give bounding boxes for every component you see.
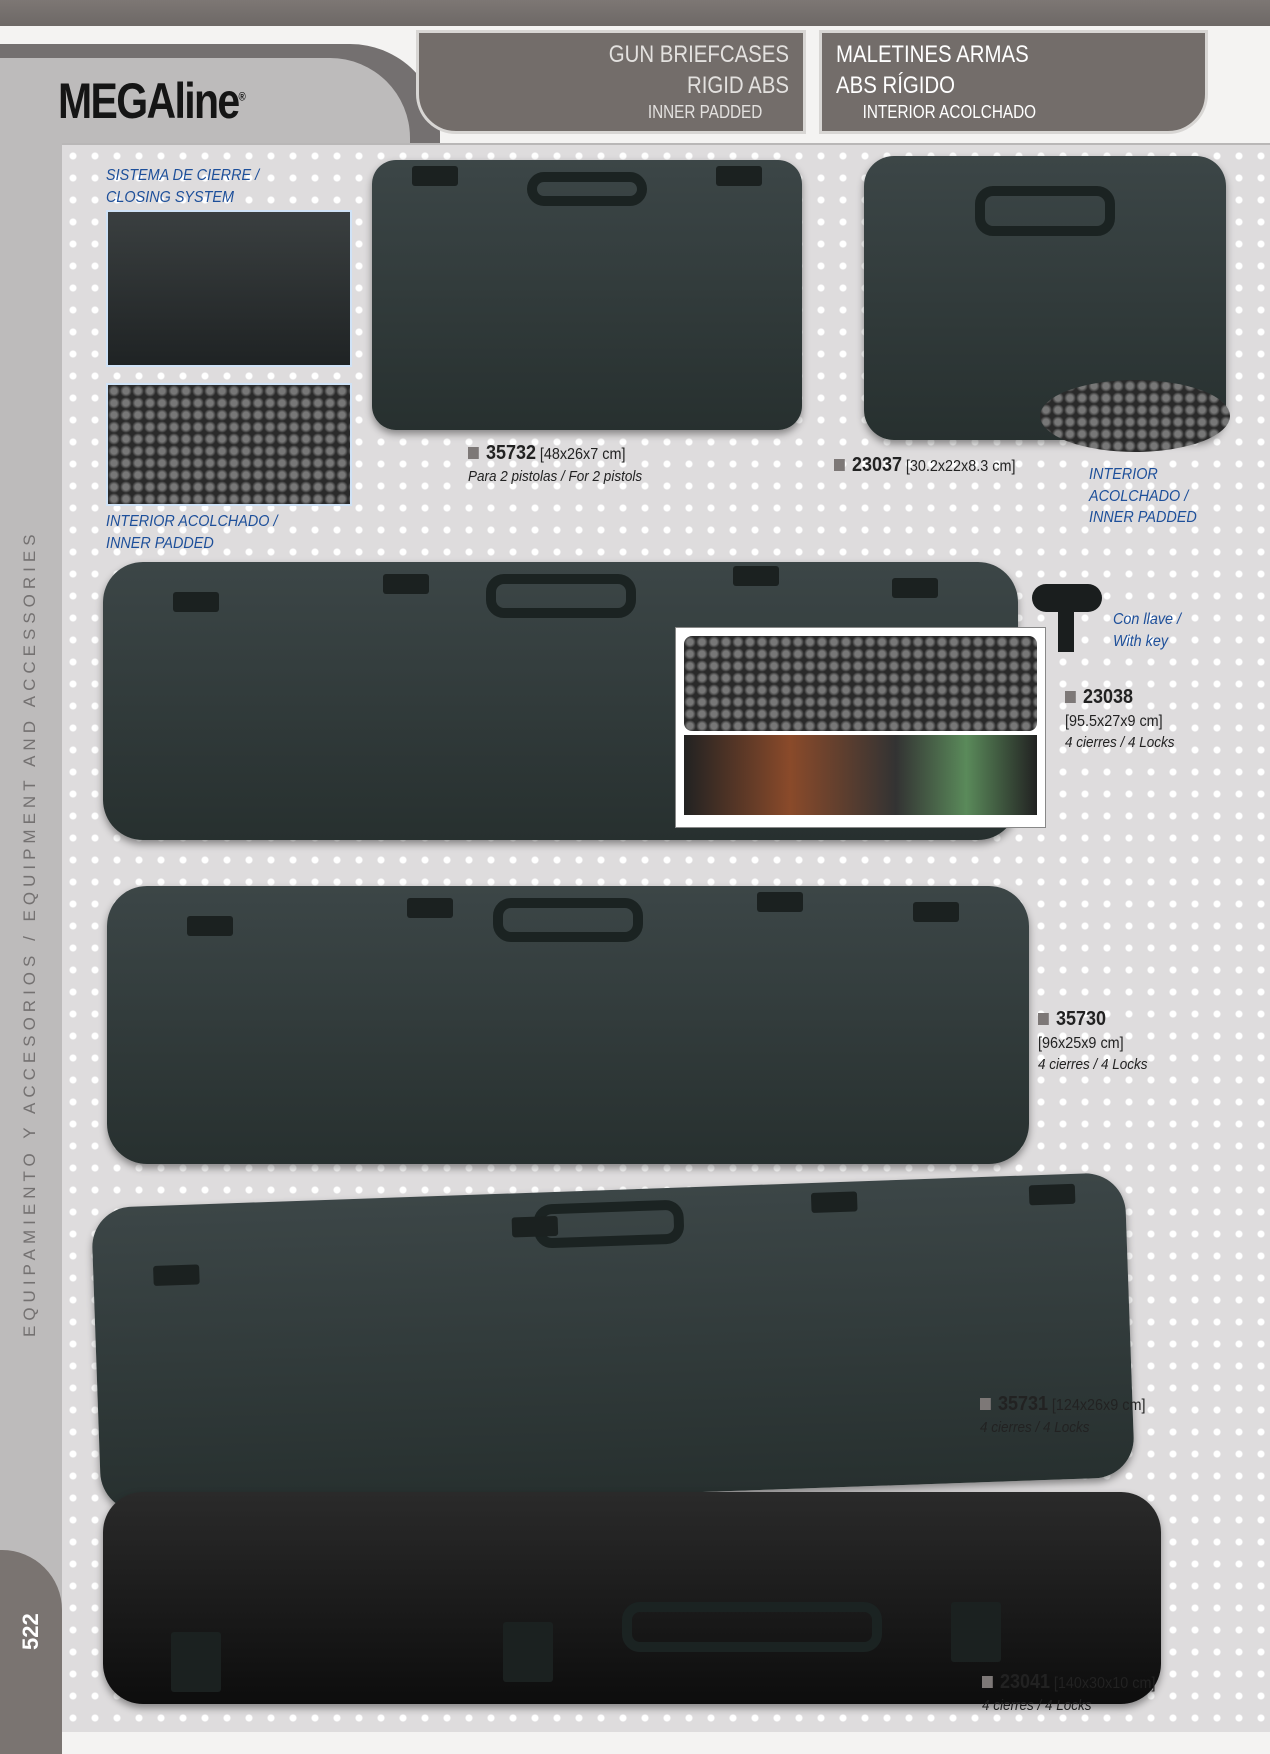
- product-image-35732: [372, 160, 802, 430]
- product-label-35730: 35730[96x25x9 cm]4 cierres / 4 Locks: [1038, 1008, 1148, 1073]
- product-label-23037: 23037 [30.2x22x8.3 cm]: [834, 452, 1015, 479]
- product-label-23038: 23038[95.5x27x9 cm]4 cierres / 4 Locks: [1065, 686, 1175, 751]
- product-label-35732: 35732 [48x26x7 cm]Para 2 pistolas / For …: [468, 442, 643, 485]
- inner-padded-caption: INTERIOR ACOLCHADO /INNER PADDED: [106, 513, 278, 552]
- closing-system-caption: SISTEMA DE CIERRE /CLOSING SYSTEM: [106, 167, 260, 206]
- inner-padding-photo: [106, 383, 352, 506]
- page-corner: [0, 1550, 62, 1754]
- page-number: 522: [18, 1613, 43, 1650]
- section-label: EQUIPAMIENTO Y ACCESORIOS / EQUIPMENT AN…: [20, 529, 39, 1337]
- product-image-35730: [107, 886, 1029, 1164]
- product-label-35731: 35731 [124x26x9 cm]4 cierres / 4 Locks: [980, 1393, 1146, 1436]
- top-bar: [0, 0, 1270, 26]
- product-image-23041: [103, 1492, 1161, 1704]
- padding-sample: [1040, 380, 1230, 452]
- key-shaft: [1058, 604, 1074, 652]
- closing-system-photo: [106, 210, 352, 367]
- product-image-35731: [90, 1172, 1136, 1513]
- side-column: [0, 140, 62, 1754]
- product-label-23041: 23041 [140x30x10 cm]4 cierres / 4 Locks: [982, 1671, 1156, 1714]
- open-case-photo: [675, 627, 1046, 828]
- brand-logo: MEGAline®: [58, 73, 246, 129]
- with-key-caption: Con llave /With key: [1113, 611, 1182, 650]
